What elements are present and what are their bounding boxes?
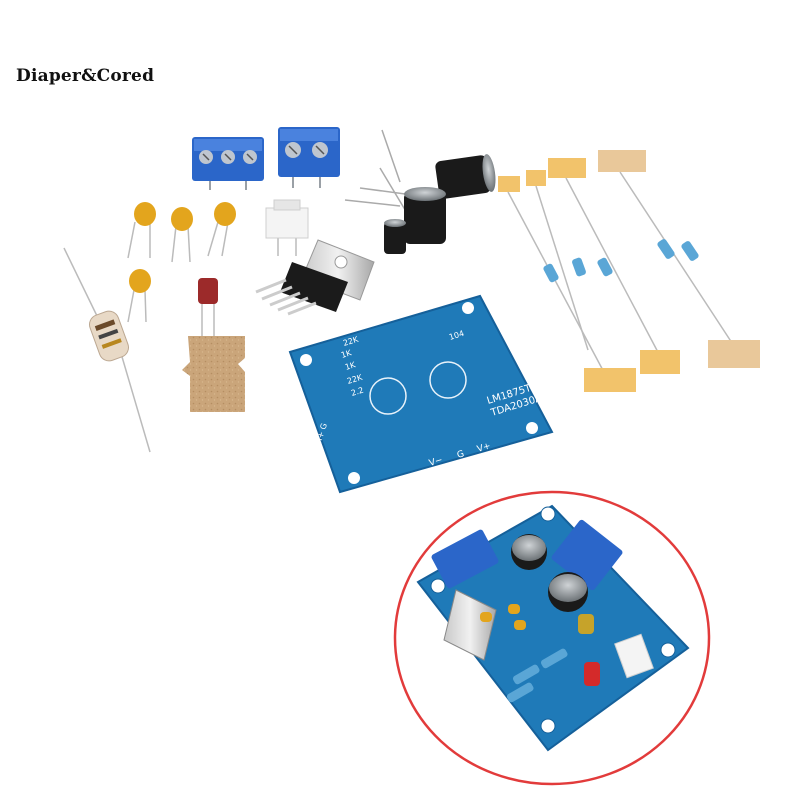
pcb-label-vminus: V− [428,455,444,469]
pcb-label-r5: 2.2 [350,386,365,398]
pcb-label-r2: 1K [340,348,353,360]
power-resistor [63,247,151,453]
electrolytic-capacitors [344,129,496,254]
pcb-label-g: G [456,449,466,461]
screw-terminal-2 [278,127,340,188]
pcb-label-r3: 1K [344,360,357,372]
ceramic-capacitors [127,202,236,323]
taped-resistors [498,150,760,392]
pcb-label-cap: 104 [448,329,465,342]
brand-watermark: Diaper&Cored [16,66,155,86]
bare-pcb: LM1875T TDA2030A 22K 1K 1K 22K 2.2 104 V… [288,294,554,494]
screw-terminal-1 [192,137,264,190]
pcb-label-vplus: V+ [476,441,492,455]
connector-header [265,199,309,256]
amplifier-chip [255,239,375,316]
red-capacitor-on-foam [182,278,245,412]
assembled-board-highlight [393,490,711,786]
